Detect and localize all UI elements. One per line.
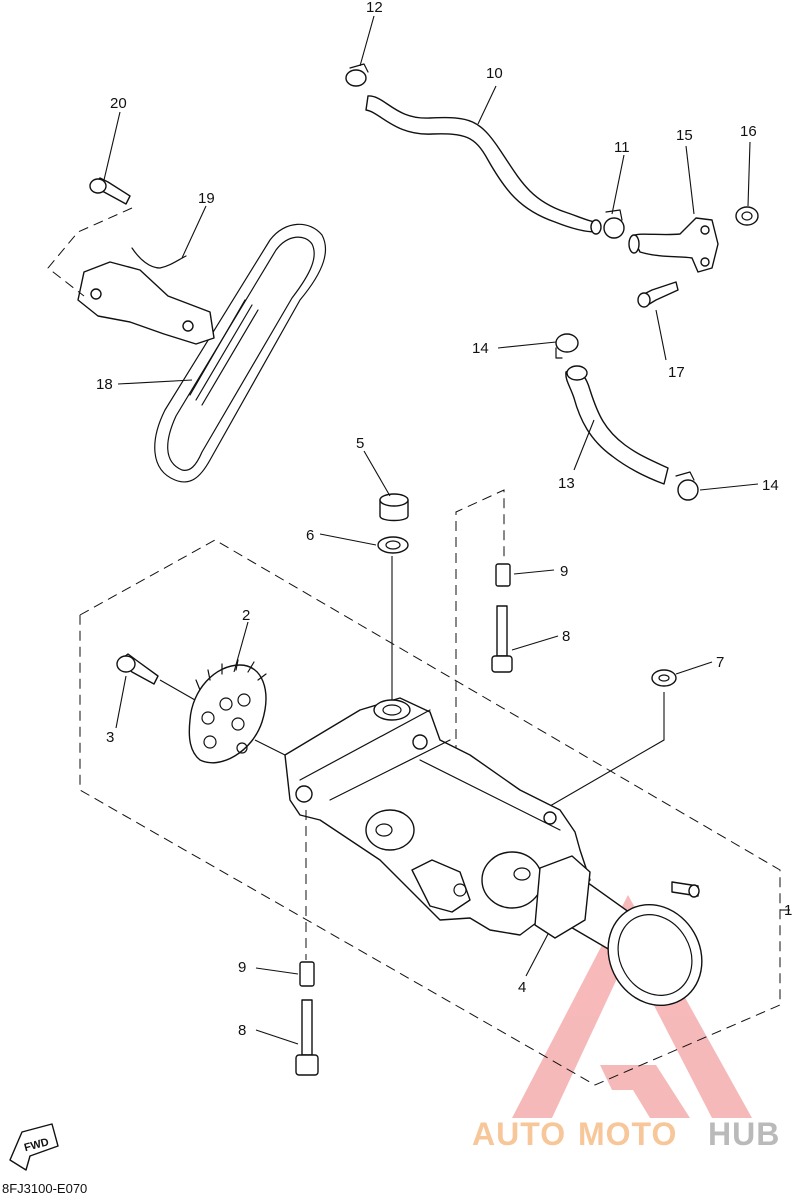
callout-8-lower: 8 — [238, 1022, 246, 1039]
callout-16: 16 — [740, 123, 757, 140]
bolt-8-lower — [295, 999, 319, 1076]
clamp-12 — [345, 63, 369, 87]
callout-14-lower: 14 — [762, 477, 779, 494]
callout-13: 13 — [558, 475, 575, 492]
clamp-11 — [603, 209, 625, 239]
fwd-arrow-icon: FWD — [9, 1123, 59, 1171]
collar-5 — [379, 493, 409, 522]
drawing-code: 8FJ3100-E070 — [2, 1181, 87, 1196]
oil-hose-13 — [565, 365, 669, 485]
callout-17: 17 — [668, 364, 685, 381]
callout-4: 4 — [518, 979, 526, 996]
clamp-14-upper — [555, 333, 579, 359]
watermark-text: AUTO MOTO HUB — [472, 1116, 780, 1152]
washer-7 — [651, 669, 677, 687]
gear-2 — [188, 659, 267, 764]
drive-chain-18 — [154, 223, 327, 483]
callout-10: 10 — [486, 65, 503, 82]
watermark-moto: MOTO — [578, 1116, 677, 1152]
callout-9-upper: 9 — [560, 563, 568, 580]
watermark-logo — [512, 895, 752, 1118]
dowel-pin-9-lower — [299, 961, 315, 987]
clamp-14-lower — [675, 471, 699, 501]
leader-lines — [103, 15, 759, 1045]
callout-14-upper: 14 — [472, 340, 489, 357]
oil-pump-assembly-1 — [284, 697, 591, 936]
oil-strainer — [534, 855, 703, 1007]
callout-6: 6 — [306, 527, 314, 544]
callout-3: 3 — [106, 729, 114, 746]
o-ring-16 — [735, 206, 759, 226]
bolt-17 — [637, 281, 679, 308]
bolt-strainer — [671, 881, 700, 898]
watermark-auto: AUTO — [472, 1116, 566, 1152]
dowel-pin-9-upper — [495, 563, 511, 587]
callout-20: 20 — [110, 95, 127, 112]
callout-8-upper: 8 — [562, 628, 570, 645]
callout-12: 12 — [366, 0, 383, 16]
callout-2: 2 — [242, 607, 250, 624]
callout-15: 15 — [676, 127, 693, 144]
oil-hose-10 — [365, 95, 602, 235]
callout-11: 11 — [614, 139, 630, 156]
bolt-8-upper — [491, 605, 513, 673]
callout-1: 1 — [784, 902, 792, 919]
chain-guide-19 — [77, 247, 215, 345]
callout-19: 19 — [198, 190, 215, 207]
oil-pipe-15 — [628, 217, 719, 273]
bolt-3 — [116, 653, 159, 685]
callout-5: 5 — [356, 435, 364, 452]
callout-9-lower: 9 — [238, 959, 246, 976]
callout-18: 18 — [96, 376, 113, 393]
washer-6 — [377, 536, 409, 554]
watermark-hub: HUB — [708, 1116, 780, 1152]
bolt-20 — [89, 177, 131, 205]
callout-7: 7 — [716, 654, 724, 671]
